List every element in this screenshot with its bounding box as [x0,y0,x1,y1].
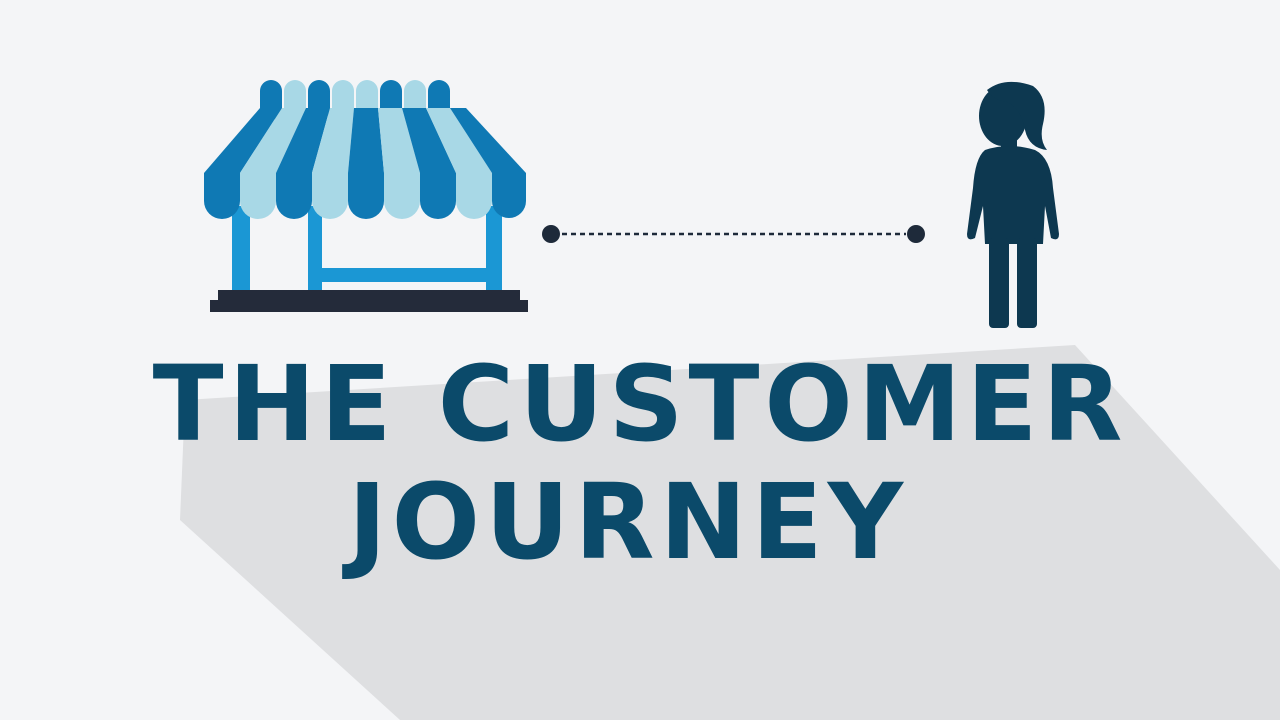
storefront-icon [204,80,528,312]
title-line-1: THE CUSTOMER [152,343,1128,465]
dotted-connector-line [542,225,925,243]
title-line-2: JOURNEY [347,461,909,583]
customer-person-icon [967,81,1059,328]
